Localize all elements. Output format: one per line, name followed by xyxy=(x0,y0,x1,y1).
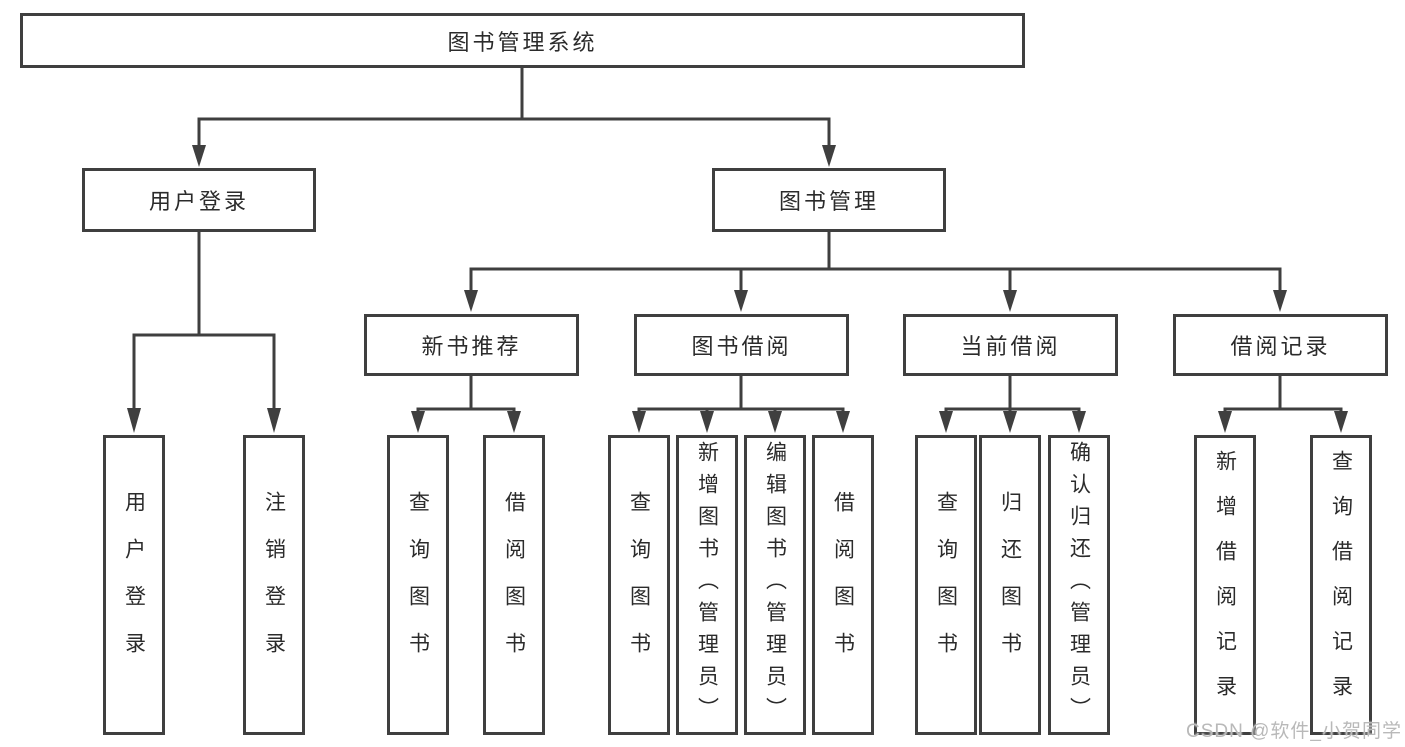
node-label: 图书管理 xyxy=(778,189,879,214)
node-root-system: 图书管理系统 xyxy=(20,13,1025,68)
leaf-confirm-return-admin: 确认归还（管理员） xyxy=(1048,435,1110,735)
leaf-logout: 注销登录 xyxy=(243,435,305,735)
leaf-label: 新增借阅记录 xyxy=(1213,450,1237,720)
leaf-label: 查询图书 xyxy=(406,491,430,679)
connector-root-to-level2 xyxy=(192,68,836,167)
leaf-label: 借阅图书 xyxy=(502,491,526,679)
leaf-add-books-admin: 新增图书（管理员） xyxy=(676,435,738,735)
node-label: 当前借阅 xyxy=(960,334,1061,359)
leaf-label: 确认归还（管理员） xyxy=(1067,441,1091,729)
connector-mgmt-to-level3 xyxy=(464,232,1287,312)
leaf-borrow-books: 借阅图书 xyxy=(812,435,874,735)
node-root-label: 图书管理系统 xyxy=(447,29,598,55)
node-label: 借阅记录 xyxy=(1230,334,1331,359)
node-borrow-records: 借阅记录 xyxy=(1173,314,1388,376)
leaf-user-login: 用户登录 xyxy=(103,435,165,735)
leaf-add-borrow-record: 新增借阅记录 xyxy=(1194,435,1256,735)
leaf-label: 借阅图书 xyxy=(831,491,855,679)
node-label: 图书借阅 xyxy=(691,334,792,359)
node-label: 新书推荐 xyxy=(421,334,522,359)
connector-records-to-leaves xyxy=(1218,376,1348,433)
node-label: 用户登录 xyxy=(148,189,249,214)
leaf-edit-books-admin: 编辑图书（管理员） xyxy=(744,435,806,735)
node-book-borrow: 图书借阅 xyxy=(634,314,849,376)
connector-newbook-to-leaves xyxy=(411,376,521,433)
leaf-label: 注销登录 xyxy=(262,491,286,679)
node-current-borrow: 当前借阅 xyxy=(903,314,1118,376)
leaf-label: 查询图书 xyxy=(934,491,958,679)
leaf-query-books-recommend: 查询图书 xyxy=(387,435,449,735)
connector-borrow-to-leaves xyxy=(632,376,850,433)
leaf-label: 编辑图书（管理员） xyxy=(763,441,787,729)
leaf-query-books-borrow: 查询图书 xyxy=(608,435,670,735)
leaf-borrow-books-recommend: 借阅图书 xyxy=(483,435,545,735)
connector-current-to-leaves xyxy=(939,376,1086,433)
node-user-login: 用户登录 xyxy=(82,168,316,232)
leaf-label: 查询图书 xyxy=(627,491,651,679)
csdn-watermark: CSDN @软件_小贺同学 xyxy=(1186,721,1402,742)
node-book-management: 图书管理 xyxy=(712,168,946,232)
node-new-book-recommend: 新书推荐 xyxy=(364,314,579,376)
leaf-return-books: 归还图书 xyxy=(979,435,1041,735)
leaf-query-borrow-record: 查询借阅记录 xyxy=(1310,435,1372,735)
leaf-query-books-current: 查询图书 xyxy=(915,435,977,735)
leaf-label: 用户登录 xyxy=(122,491,146,679)
leaf-label: 新增图书（管理员） xyxy=(695,441,719,729)
leaf-label: 归还图书 xyxy=(998,491,1022,679)
connector-login-to-leaves xyxy=(127,232,281,433)
leaf-label: 查询借阅记录 xyxy=(1329,450,1353,720)
